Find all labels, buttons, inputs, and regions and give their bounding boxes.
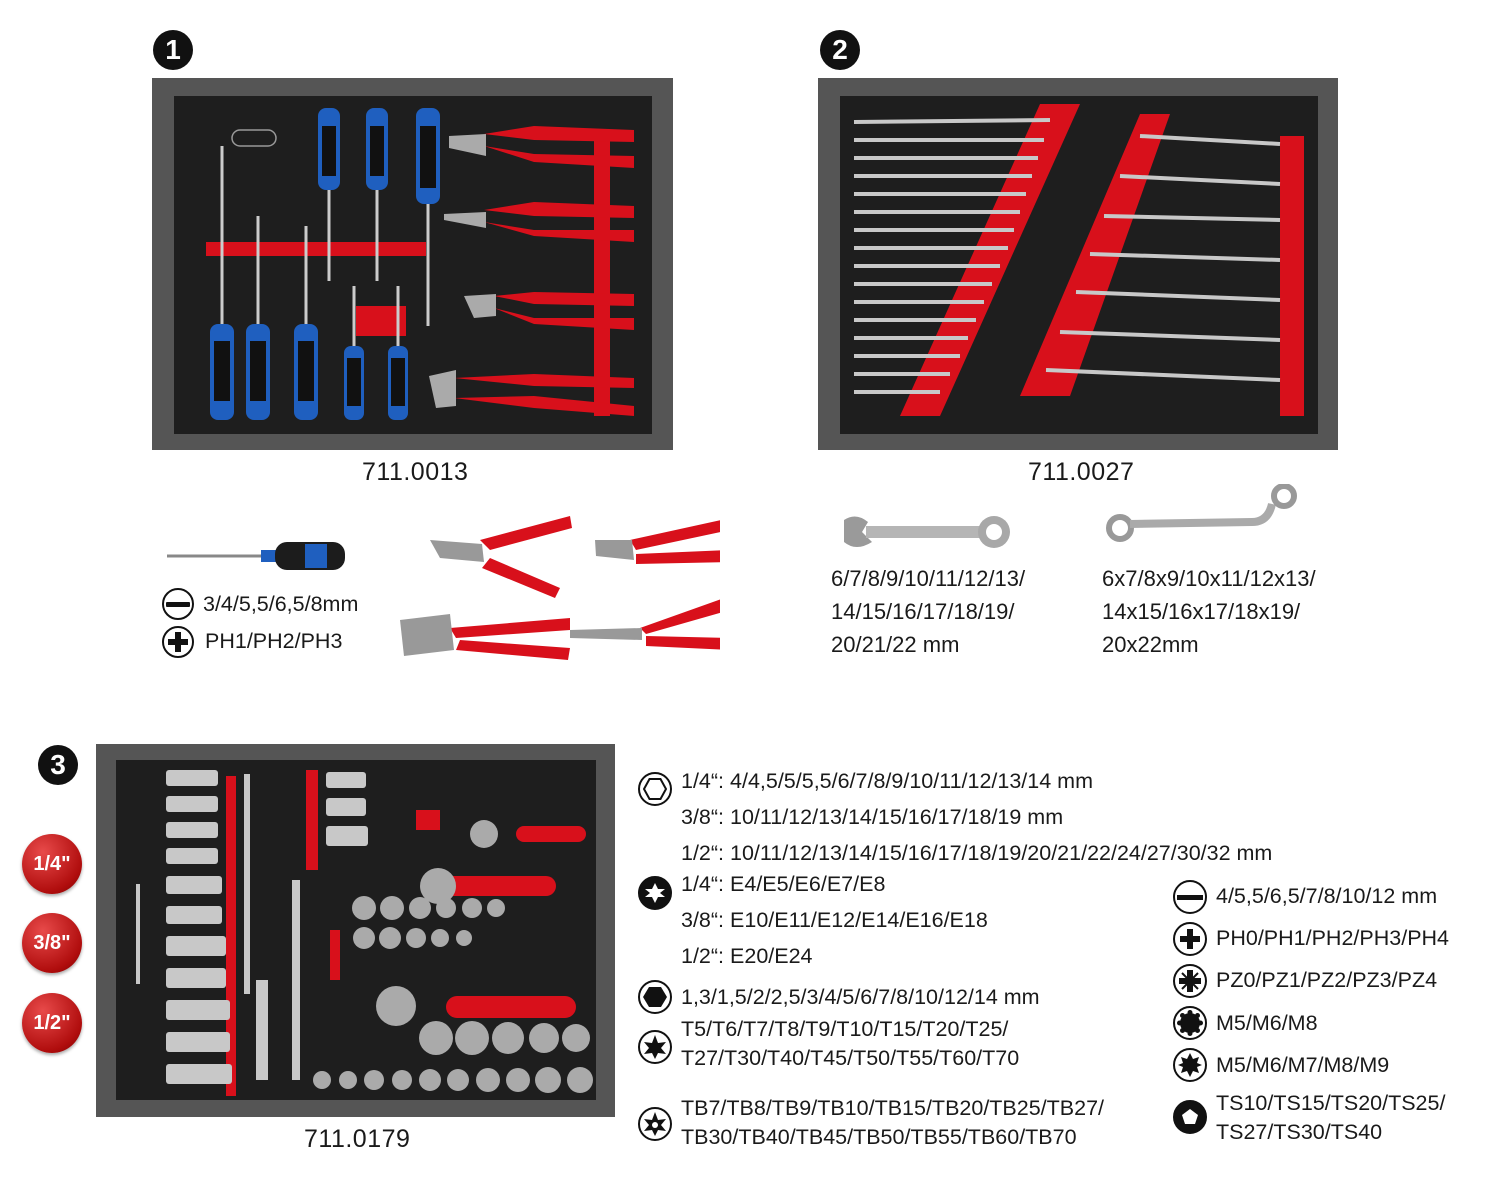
tray-711-0179 xyxy=(96,744,615,1117)
tray-code-711-0179: 711.0179 xyxy=(304,1125,411,1153)
tray-2-tools-image xyxy=(853,104,1304,416)
ts-pentalobe-bit-icon xyxy=(1173,1100,1207,1134)
pozidriv-bit-sizes: PZ0/PZ1/PZ2/PZ3/PZ4 xyxy=(1216,968,1438,992)
e-socket-three-eighths: 3/8“: E10/E11/E12/E14/E16/E18 xyxy=(681,908,988,933)
torx-tamper-bit-sizes: TB7/TB8/TB9/TB10/TB15/TB20/TB25/TB27/ TB… xyxy=(681,1094,1104,1152)
drive-label: 3/8“: xyxy=(681,805,725,829)
spline-bit-icon xyxy=(1173,1006,1207,1040)
hex-bit-icon xyxy=(638,980,672,1014)
slotted-icon xyxy=(162,588,194,620)
combination-wrench-sizes: 6/7/8/9/10/11/12/13/ 14/15/16/17/18/19/ … xyxy=(831,562,1025,661)
size-line: 20/21/22 mm xyxy=(831,632,960,657)
size-line: T27/T30/T40/T45/T50/T55/T60/T70 xyxy=(681,1046,1020,1070)
drive-label: 1/4“: xyxy=(681,872,725,896)
e-torx-socket-icon xyxy=(638,876,672,910)
e-socket-quarter: 1/4“: E4/E5/E6/E7/E8 xyxy=(681,872,885,897)
drive-badge-half: 1/2" xyxy=(22,993,82,1053)
slotted-sizes: 3/4/5,5/6,5/8mm xyxy=(203,592,359,616)
hex-socket-icon xyxy=(638,772,672,806)
tray-code-711-0013: 711.0013 xyxy=(362,458,469,486)
size-list: E4/E5/E6/E7/E8 xyxy=(730,872,886,896)
combination-wrench-image xyxy=(844,516,1010,548)
double-ring-wrench-sizes: 6x7/8x9/10x11/12x13/ 14x15/16x17/18x19/ … xyxy=(1102,562,1316,661)
size-line: TB30/TB40/TB45/TB50/TB55/TB60/TB70 xyxy=(681,1125,1077,1149)
section-3-badge: 3 xyxy=(38,745,78,785)
size-line: 6x7/8x9/10x11/12x13/ xyxy=(1102,566,1316,591)
size-line: 14x15/16x17/18x19/ xyxy=(1102,599,1301,624)
size-line: 20x22mm xyxy=(1102,632,1199,657)
size-list: 4/4,5/5/5,5/6/7/8/9/10/11/12/13/14 mm xyxy=(730,769,1093,793)
size-list: 10/11/12/13/14/15/16/17/18/19/20/21/22/2… xyxy=(730,841,1273,865)
phillips-sizes: PH1/PH2/PH3 xyxy=(205,629,343,653)
tray-711-0013 xyxy=(152,78,673,450)
hex-bit-sizes: 1,3/1,5/2/2,5/3/4/5/6/7/8/10/12/14 mm xyxy=(681,985,1040,1009)
torx-bit-sizes: T5/T6/T7/T8/T9/T10/T15/T20/T25/ T27/T30/… xyxy=(681,1015,1019,1073)
slotted-bit-icon xyxy=(1173,880,1207,914)
tray-711-0027 xyxy=(818,78,1338,450)
pliers-image xyxy=(400,516,720,660)
drive-label: 1/2“: xyxy=(681,944,725,968)
ts-bit-sizes: TS10/TS15/TS20/TS25/ TS27/TS30/TS40 xyxy=(1216,1089,1445,1147)
tray-code-711-0027: 711.0027 xyxy=(1028,458,1135,486)
tray-foam xyxy=(174,96,652,434)
hex-socket-quarter: 1/4“: 4/4,5/5/5,5/6/7/8/9/10/11/12/13/14… xyxy=(681,769,1093,794)
drive-label: 1/2“: xyxy=(681,841,725,865)
tray-3-tools-image xyxy=(136,770,593,1096)
size-list: E20/E24 xyxy=(730,944,813,968)
size-line: T5/T6/T7/T8/T9/T10/T15/T20/T25/ xyxy=(681,1017,1009,1041)
drive-label: 1/4“: xyxy=(681,769,725,793)
size-line: TB7/TB8/TB9/TB10/TB15/TB20/TB25/TB27/ xyxy=(681,1096,1105,1120)
tray-foam xyxy=(840,96,1318,434)
slotted-bit-sizes: 4/5,5/6,5/7/8/10/12 mm xyxy=(1216,884,1438,908)
torx-tamper-bit-icon xyxy=(638,1107,672,1141)
size-line: 14/15/16/17/18/19/ xyxy=(831,599,1015,624)
pozidriv-bit-icon xyxy=(1173,964,1207,998)
multitooth-bit-sizes: M5/M6/M7/M8/M9 xyxy=(1216,1053,1390,1077)
size-line: TS10/TS15/TS20/TS25/ xyxy=(1216,1091,1446,1115)
section-1-badge: 1 xyxy=(153,30,193,70)
spline-bit-sizes: M5/M6/M8 xyxy=(1216,1011,1318,1035)
screwdriver-image xyxy=(167,542,345,570)
tray-1-tools-image xyxy=(206,108,634,420)
multitooth-bit-icon xyxy=(1173,1048,1207,1082)
phillips-bit-sizes: PH0/PH1/PH2/PH3/PH4 xyxy=(1216,926,1450,950)
torx-bit-icon xyxy=(638,1030,672,1064)
tray-foam xyxy=(116,760,596,1100)
size-list: 10/11/12/13/14/15/16/17/18/19 mm xyxy=(730,805,1064,829)
drive-badge-quarter: 1/4" xyxy=(22,834,82,894)
hex-socket-three-eighths: 3/8“: 10/11/12/13/14/15/16/17/18/19 mm xyxy=(681,805,1063,830)
size-line: TS27/TS30/TS40 xyxy=(1216,1120,1383,1144)
phillips-bit-icon xyxy=(1173,922,1207,956)
e-socket-half: 1/2“: E20/E24 xyxy=(681,944,813,969)
double-ring-wrench-image xyxy=(1106,484,1297,542)
section-2-badge: 2 xyxy=(820,30,860,70)
size-line: 6/7/8/9/10/11/12/13/ xyxy=(831,566,1026,591)
phillips-icon xyxy=(162,626,194,658)
hex-socket-half: 1/2“: 10/11/12/13/14/15/16/17/18/19/20/2… xyxy=(681,841,1272,866)
drive-badge-three-eighths: 3/8" xyxy=(22,913,82,973)
size-list: E10/E11/E12/E14/E16/E18 xyxy=(730,908,988,932)
drive-label: 3/8“: xyxy=(681,908,725,932)
